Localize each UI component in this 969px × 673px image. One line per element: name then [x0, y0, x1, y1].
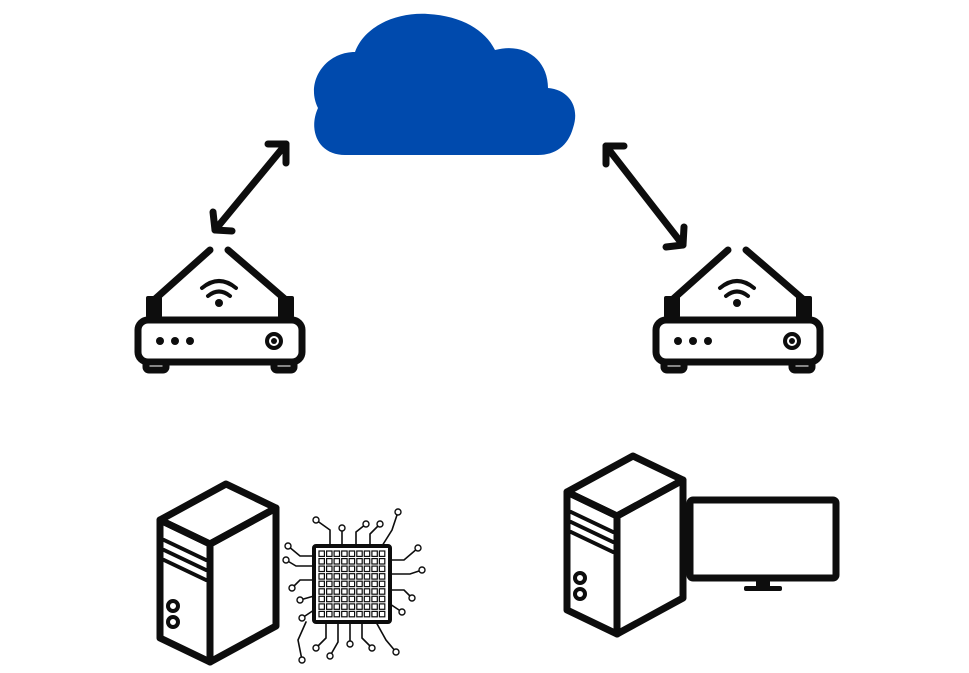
server-tower-icon — [563, 452, 687, 638]
wifi-router-icon — [652, 246, 824, 374]
wifi-icon — [200, 279, 238, 307]
desktop-computer-icon — [563, 452, 840, 638]
wifi-router-icon — [134, 246, 306, 374]
monitor-icon — [686, 496, 840, 591]
arrow-cloud-router-left — [209, 140, 290, 235]
processor-chip-icon — [282, 508, 426, 664]
cloud-icon — [313, 13, 576, 156]
wifi-icon — [718, 279, 756, 307]
server-tower-icon — [156, 480, 280, 666]
arrow-cloud-router-right — [602, 142, 688, 251]
